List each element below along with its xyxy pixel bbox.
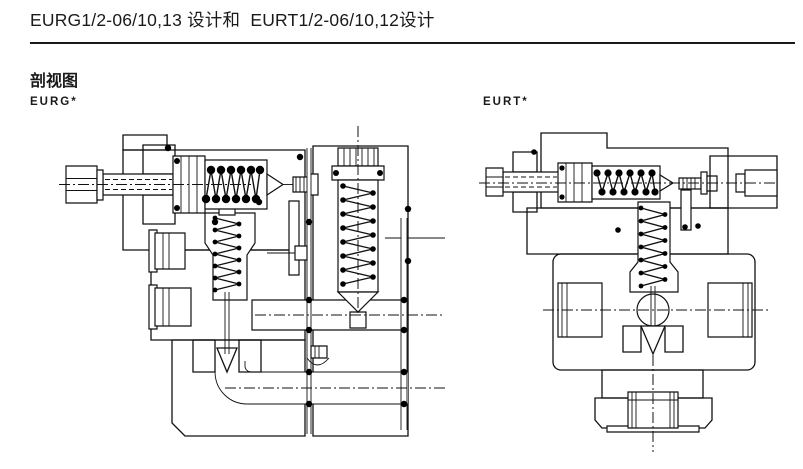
figure-eurg bbox=[55, 118, 450, 466]
through-bolt-lines bbox=[164, 144, 412, 434]
seal-dots bbox=[164, 144, 412, 408]
seal-dots bbox=[531, 149, 701, 233]
bolt-shank bbox=[503, 172, 559, 192]
spring-coil-dots bbox=[201, 165, 265, 204]
channel-centerlines bbox=[225, 315, 445, 388]
needle-seat bbox=[267, 174, 283, 195]
main-spring-coil-dots bbox=[340, 183, 376, 287]
figure-label-eurt: EURT* bbox=[483, 96, 529, 108]
side-ports bbox=[149, 230, 191, 329]
eurg-cross-section-drawing bbox=[55, 118, 450, 466]
figure-eurt bbox=[455, 130, 803, 460]
outlet-block bbox=[710, 156, 777, 208]
main-poppet-assembly bbox=[623, 190, 691, 354]
page-title: EURG1/2-06/10,13 设计和 EURT1/2-06/10,12设计 bbox=[30, 10, 435, 30]
hex-bolt-head bbox=[486, 168, 503, 196]
eurt-cross-section-drawing bbox=[455, 130, 803, 460]
adjustment-bolt-assembly bbox=[59, 145, 318, 224]
main-cartridge bbox=[332, 126, 445, 328]
pilot-poppet-assembly bbox=[193, 206, 261, 372]
centerlines bbox=[479, 183, 777, 452]
small-fittings bbox=[267, 246, 329, 365]
main-spring-coil-dots bbox=[638, 205, 668, 289]
test-point-plug bbox=[295, 246, 307, 260]
title-rule bbox=[30, 42, 795, 44]
spring-coil-dots bbox=[593, 169, 659, 196]
figure-label-eurg: EURG* bbox=[30, 96, 78, 108]
valve-body bbox=[527, 133, 755, 432]
section-heading: 剖视图 bbox=[30, 73, 79, 90]
